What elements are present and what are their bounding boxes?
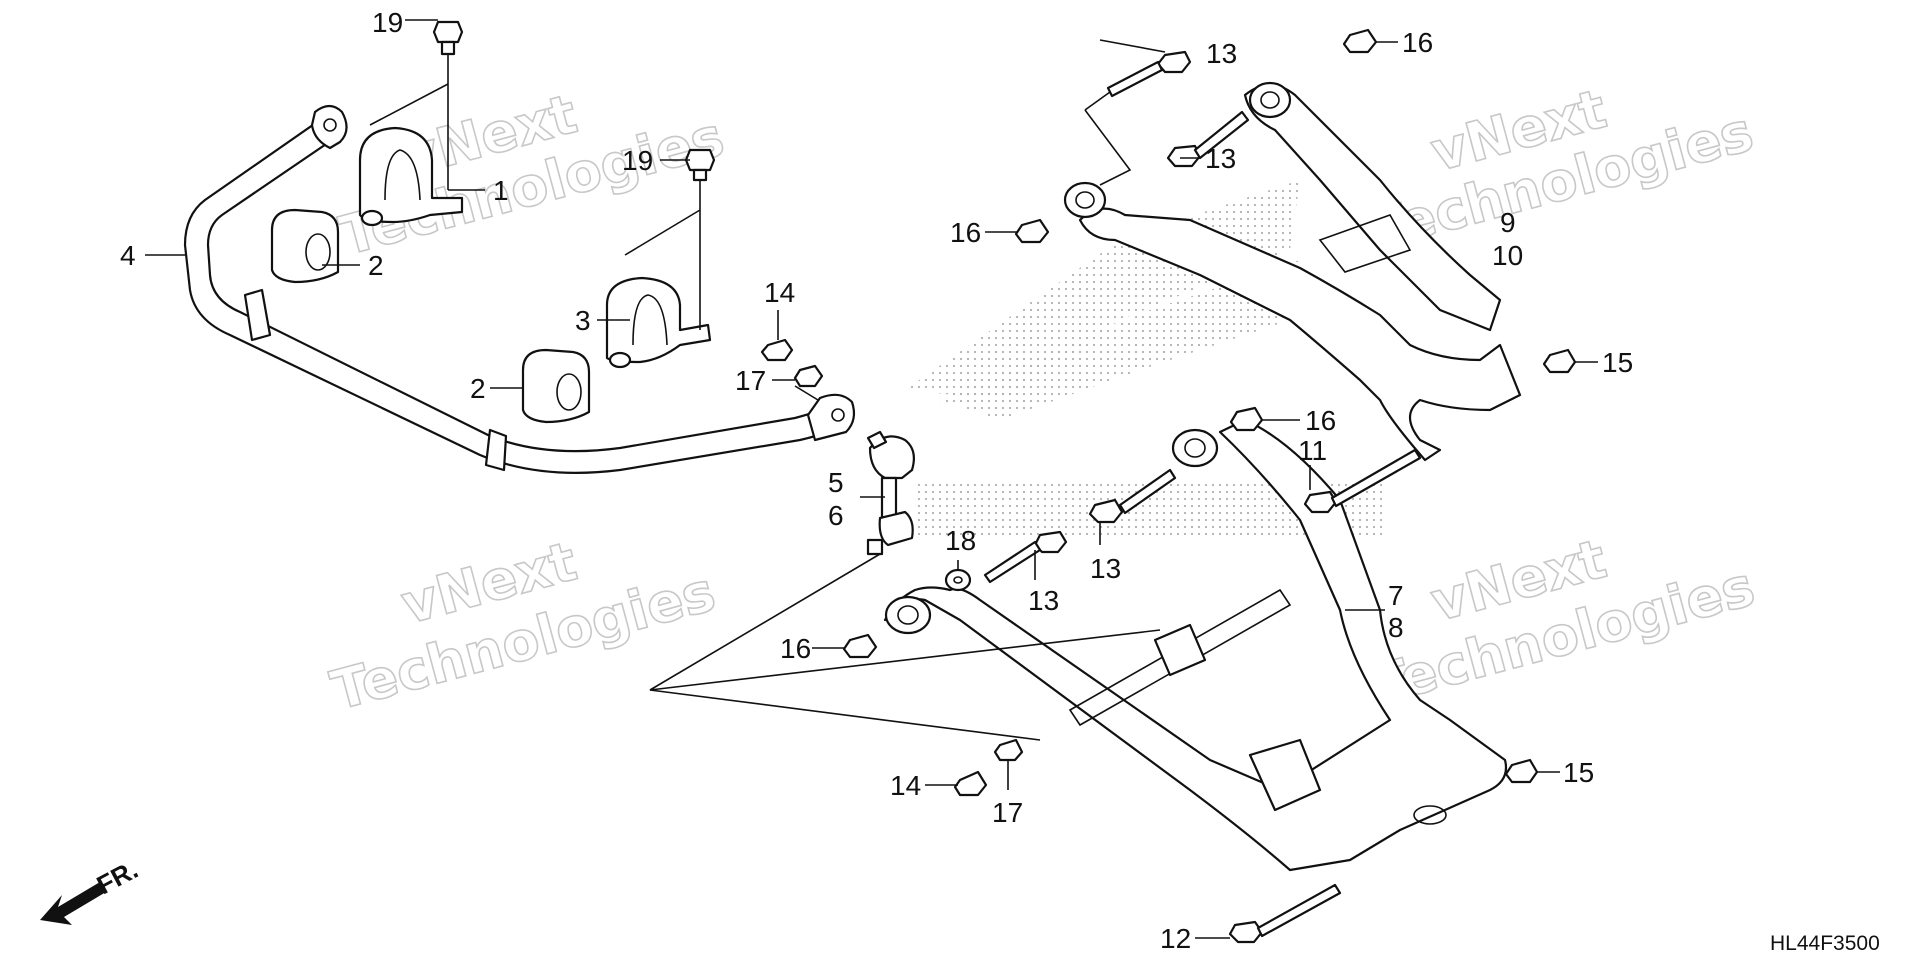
callout-19-left: 19: [372, 7, 403, 38]
bolt-13-lower: [983, 530, 1068, 584]
callout-9: 9: [1500, 207, 1516, 238]
bolt-19-right: [684, 148, 716, 182]
nut-16-top: [1342, 28, 1378, 54]
nut-15-upper: [1542, 348, 1577, 374]
callout-14-lower: 14: [890, 770, 921, 801]
callout-18: 18: [945, 525, 976, 556]
callout-2-lower: 2: [470, 373, 486, 404]
callout-12: 12: [1160, 923, 1191, 954]
bolt-13-upper-a: [1106, 50, 1192, 98]
callout-2-upper: 2: [368, 250, 384, 281]
callout-16-middle: 16: [1305, 405, 1336, 436]
callout-15-lower: 15: [1563, 757, 1594, 788]
callout-16-top: 16: [1402, 27, 1433, 58]
callout-7: 7: [1388, 580, 1404, 611]
bolt-12: [1228, 883, 1342, 944]
callout-6: 6: [828, 500, 844, 531]
stabilizer-link: [866, 430, 915, 556]
callout-8: 8: [1388, 612, 1404, 643]
callout-14-upper: 14: [764, 277, 795, 308]
rubber-bushing-upper: [270, 208, 340, 284]
lower-arm: [883, 418, 1508, 872]
bolt-13-middle: [1088, 468, 1177, 524]
callout-13-lower: 13: [1028, 585, 1059, 616]
callout-17-lower: 17: [992, 797, 1023, 828]
watermark-4: vNext Technologies: [1363, 526, 1761, 718]
callout-11: 11: [1298, 435, 1327, 466]
callout-10: 10: [1492, 240, 1523, 271]
callout-13-upper: 13: [1205, 143, 1236, 174]
nut-15-lower: [1504, 758, 1539, 784]
leader-lines: [145, 19, 1598, 939]
callout-16-lower: 16: [780, 633, 811, 664]
callout-13-top: 13: [1206, 38, 1237, 69]
callout-4: 4: [120, 240, 136, 271]
bolt-13-upper-b: [1166, 110, 1250, 168]
upper-arm: [1063, 81, 1522, 462]
bolt-11: [1303, 448, 1422, 514]
callout-19-right: 19: [622, 145, 653, 176]
diagram-code: HL44F3500: [1770, 932, 1880, 955]
bushing-holder-1: [358, 126, 464, 227]
washer-18: [944, 568, 972, 592]
nut-16-middle: [1229, 406, 1264, 432]
callout-13-middle: 13: [1090, 553, 1121, 584]
nut-17-lower: [993, 738, 1024, 762]
callout-5: 5: [828, 467, 844, 498]
nut-16-left: [1014, 218, 1050, 244]
front-direction-arrow: FR.: [40, 854, 143, 925]
rubber-bushing-lower: [521, 348, 591, 424]
callout-15-upper: 15: [1602, 347, 1633, 378]
callout-3: 3: [575, 305, 591, 336]
stabilizer-bar: [183, 104, 856, 474]
callout-17-upper: 17: [735, 365, 766, 396]
bushing-holder-3: [605, 276, 712, 369]
bolt-19-left: [432, 20, 464, 56]
nut-16-lower: [842, 633, 878, 659]
nut-14-upper: [760, 338, 794, 362]
callout-1: 1: [493, 175, 509, 206]
nut-17-upper: [793, 364, 824, 388]
callout-labels: 19 1 4 2 19 3 2 14 17 5 6 18 13 13 16 7 …: [120, 7, 1633, 954]
callout-16-left: 16: [950, 217, 981, 248]
nut-14-lower: [953, 770, 988, 797]
